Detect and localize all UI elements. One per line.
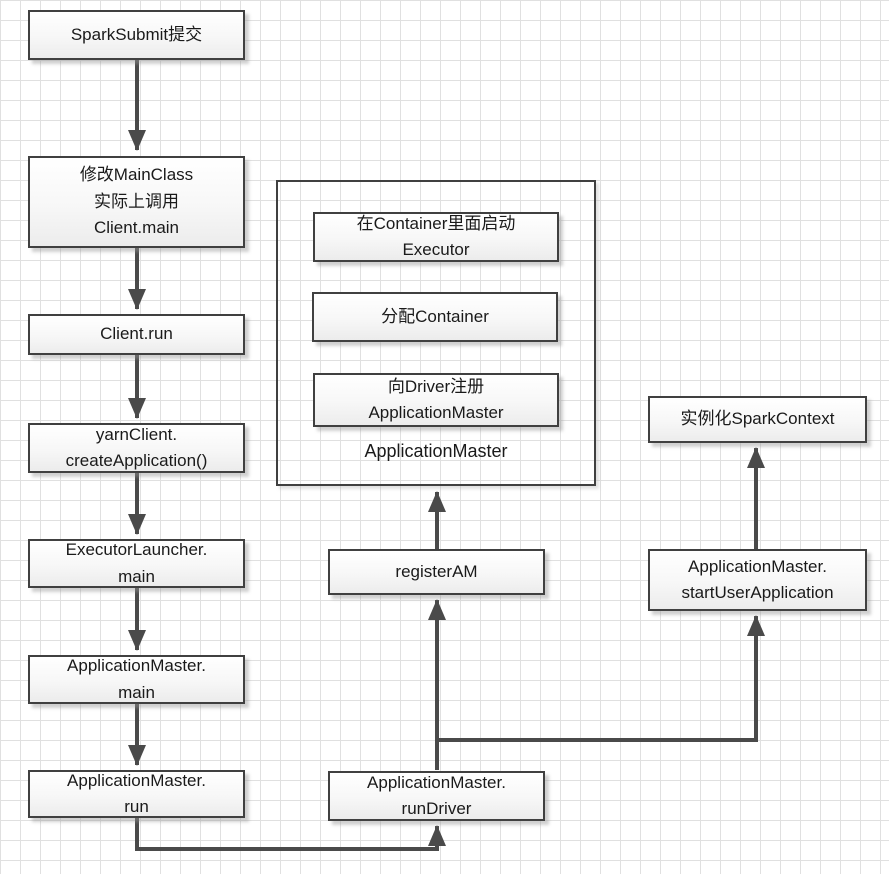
edge-am-run-driver-to-start-user-application bbox=[437, 615, 765, 742]
node-modify-mainclass: 修改MainClass 实际上调用 Client.main bbox=[28, 156, 245, 248]
application-master-group-label: ApplicationMaster bbox=[364, 441, 508, 461]
node-register-am-to-driver: 向Driver注册 ApplicationMaster bbox=[313, 373, 559, 427]
node-allocate-container: 分配Container bbox=[312, 292, 558, 342]
application-master-group bbox=[276, 180, 596, 486]
node-spark-submit: SparkSubmit提交 bbox=[28, 10, 245, 60]
node-application-master-start-user-application: ApplicationMaster. startUserApplication bbox=[648, 549, 867, 611]
node-application-master-run: ApplicationMaster. run bbox=[28, 770, 245, 818]
node-instantiate-spark-context: 实例化SparkContext bbox=[648, 396, 867, 443]
node-register-am: registerAM bbox=[328, 549, 545, 595]
node-launch-executor-in-container: 在Container里面启动 Executor bbox=[313, 212, 559, 262]
node-client-run: Client.run bbox=[28, 314, 245, 355]
node-executor-launcher-main: ExecutorLauncher. main bbox=[28, 539, 245, 588]
edge-am-run-to-am-run-driver bbox=[135, 818, 446, 851]
node-application-master-run-driver: ApplicationMaster. runDriver bbox=[328, 771, 545, 821]
node-application-master-main: ApplicationMaster. main bbox=[28, 655, 245, 704]
node-yarn-client-create-application: yarnClient. createApplication() bbox=[28, 423, 245, 473]
